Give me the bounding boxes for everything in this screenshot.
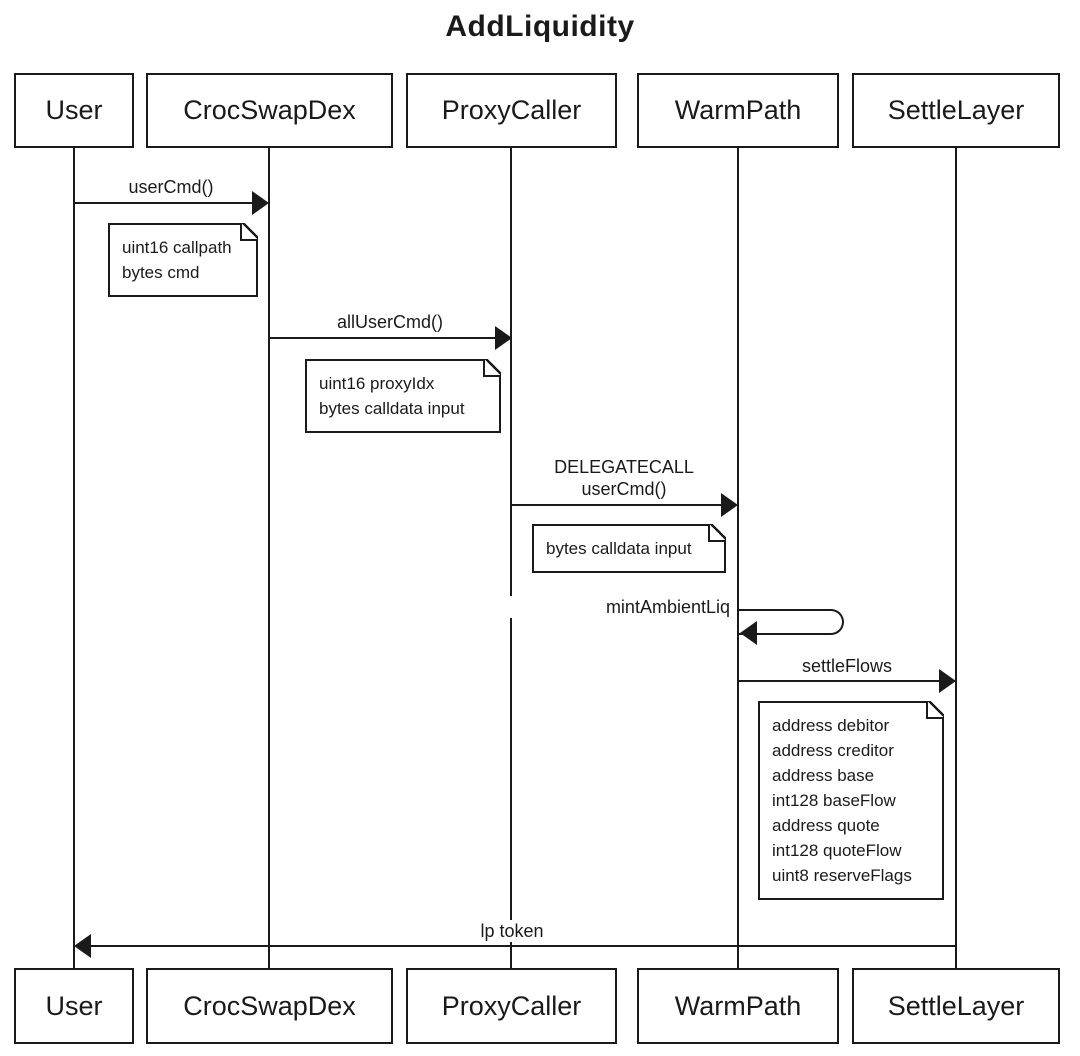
arrowhead-left-icon: [740, 621, 757, 645]
lifeline-user: [73, 148, 75, 968]
participant-label: SettleLayer: [887, 990, 1025, 1021]
participant-label: ProxyCaller: [441, 95, 582, 125]
participant-label: User: [45, 95, 103, 125]
message-label-delegatecall-usercmd: DELEGATECALL userCmd(): [524, 456, 724, 500]
lifeline-crocswapdex: [268, 148, 270, 968]
note-fold-icon: [708, 524, 726, 542]
note-fold-icon: [926, 701, 944, 719]
participant-crocswapdex-top: CrocSwapDex: [146, 73, 393, 148]
participant-settlelayer-top: SettleLayer: [852, 73, 1060, 148]
participant-label: CrocSwapDex: [183, 990, 356, 1021]
note-text: address debitor address creditor address…: [772, 716, 912, 885]
note-text: bytes calldata input: [546, 539, 692, 558]
participant-label: WarmPath: [674, 990, 802, 1021]
note-usercmd-params: uint16 callpath bytes cmd: [108, 223, 258, 297]
note-allusercmd-params: uint16 proxyIdx bytes calldata input: [305, 359, 501, 433]
note-settleflows-params: address debitor address creditor address…: [758, 701, 944, 900]
participant-label: ProxyCaller: [441, 990, 582, 1021]
self-call-loop: [739, 609, 844, 635]
note-text: uint16 callpath bytes cmd: [122, 238, 232, 282]
participant-proxycaller-bottom: ProxyCaller: [406, 968, 617, 1044]
message-label-mintambientliq: mintAmbientLiq: [500, 596, 730, 618]
message-line-usercmd: [74, 202, 254, 204]
message-label-settleflows: settleFlows: [747, 655, 947, 677]
message-label-allusercmd: allUserCmd(): [290, 311, 490, 333]
arrowhead-right-icon: [252, 191, 269, 215]
message-line-settleflows: [738, 680, 956, 682]
note-delegatecall-params: bytes calldata input: [532, 524, 726, 573]
arrowhead-right-icon: [721, 493, 738, 517]
arrowhead-right-icon: [939, 669, 956, 693]
diagram-title: AddLiquidity: [445, 10, 635, 43]
participant-user-bottom: User: [14, 968, 134, 1044]
arrowhead-left-icon: [74, 934, 91, 958]
note-fold-icon: [483, 359, 501, 377]
participant-crocswapdex-bottom: CrocSwapDex: [146, 968, 393, 1044]
lifeline-warmpath: [737, 148, 739, 968]
note-fold-icon: [240, 223, 258, 241]
message-label-usercmd: userCmd(): [91, 176, 251, 198]
message-line-lp-token: [90, 945, 956, 947]
lifeline-proxycaller: [510, 148, 512, 968]
lifeline-settlelayer: [955, 148, 957, 968]
participant-user-top: User: [14, 73, 134, 148]
message-label-lp-token: lp token: [412, 920, 612, 942]
participant-proxycaller-top: ProxyCaller: [406, 73, 617, 148]
participant-label: CrocSwapDex: [183, 95, 356, 125]
note-text: uint16 proxyIdx bytes calldata input: [319, 374, 465, 418]
participant-settlelayer-bottom: SettleLayer: [852, 968, 1060, 1044]
participant-label: SettleLayer: [887, 95, 1025, 125]
participant-label: WarmPath: [674, 95, 802, 125]
message-line-delegatecall-usercmd: [512, 504, 722, 506]
participant-warmpath-top: WarmPath: [637, 73, 839, 148]
participant-label: User: [45, 990, 103, 1021]
message-line-allusercmd: [269, 337, 512, 339]
arrowhead-right-icon: [495, 326, 512, 350]
participant-warmpath-bottom: WarmPath: [637, 968, 839, 1044]
